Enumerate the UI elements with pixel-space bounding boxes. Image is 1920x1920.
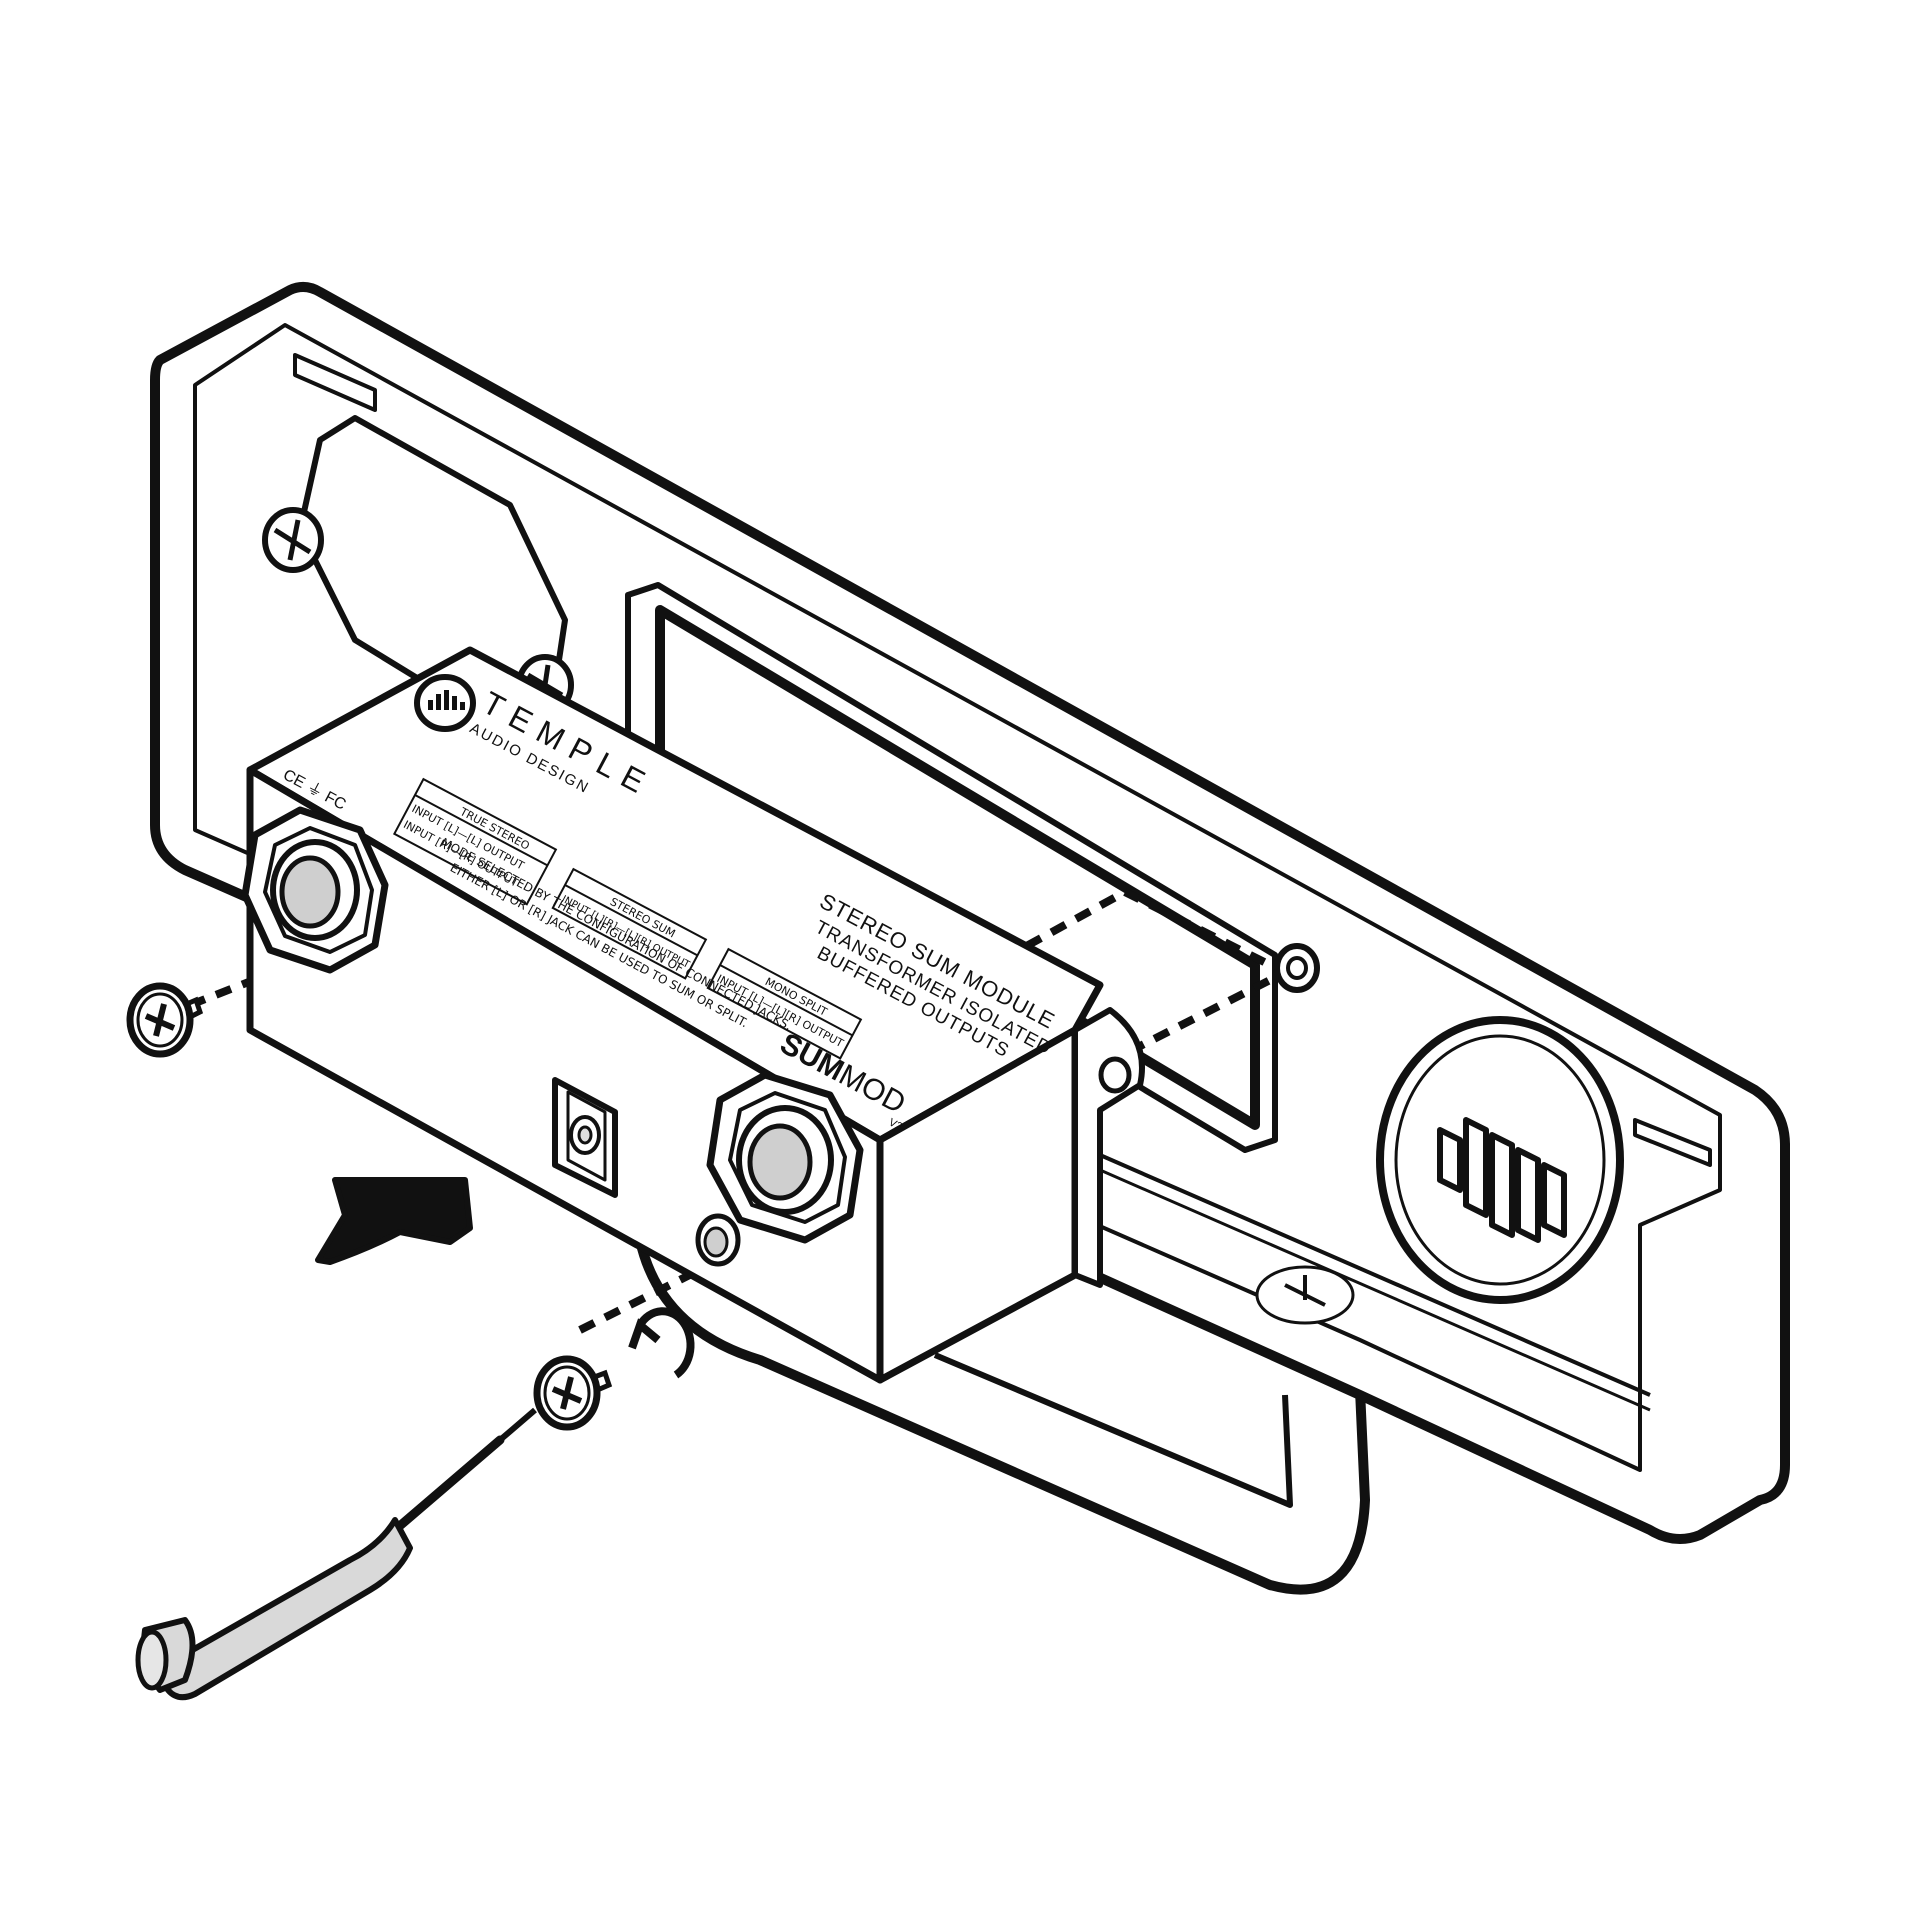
dc-power-jack [552, 1077, 618, 1198]
plate-screw-top [262, 507, 324, 573]
screwdriver-icon [135, 1407, 537, 1701]
phillips-screw-icon [533, 1355, 613, 1431]
input-jack-left [241, 806, 389, 974]
push-arrow-icon [315, 1177, 473, 1265]
module-logo-icon [414, 674, 476, 732]
phillips-screw-icon [126, 982, 204, 1058]
output-jack-right [706, 1071, 864, 1244]
temple-logo-icon [1376, 1016, 1624, 1304]
curved-arrow-icon [628, 1307, 695, 1379]
rail-screw-head-icon [1255, 1265, 1355, 1325]
rail-mount-stud [1274, 943, 1320, 993]
model-version: V2 [887, 1116, 905, 1133]
status-led [695, 1213, 741, 1267]
